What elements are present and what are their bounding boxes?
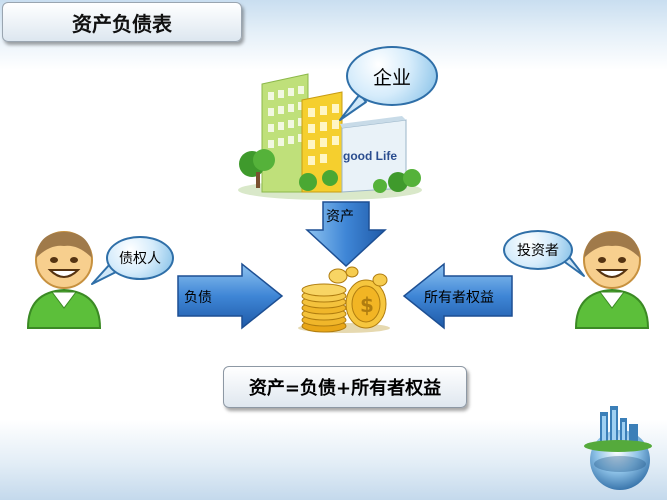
investor-bubble: 投资者 xyxy=(503,230,573,270)
equity-label: 所有者权益 xyxy=(424,290,494,306)
enterprise-buildings-image xyxy=(238,73,422,200)
slide-title: 资产负债表 xyxy=(2,2,242,42)
svg-text:$: $ xyxy=(360,293,374,317)
creditor-bubble: 债权人 xyxy=(106,236,174,280)
money-coins-image: $ xyxy=(298,266,390,333)
liabilities-arrow xyxy=(177,262,284,330)
enterprise-bubble: 企业 xyxy=(346,46,438,106)
liabilities-label: 负债 xyxy=(184,290,212,306)
footer-background xyxy=(0,420,667,500)
assets-label: 资产 xyxy=(326,209,354,225)
city-globe-decoration xyxy=(584,406,652,490)
building-sign-text: good Life xyxy=(343,149,397,163)
equity-arrow xyxy=(402,262,513,330)
investor-person-icon xyxy=(574,231,650,329)
balance-sheet-formula: 资产=负债+所有者权益 xyxy=(223,366,467,408)
creditor-person-icon xyxy=(26,231,102,329)
assets-arrow xyxy=(305,201,387,268)
